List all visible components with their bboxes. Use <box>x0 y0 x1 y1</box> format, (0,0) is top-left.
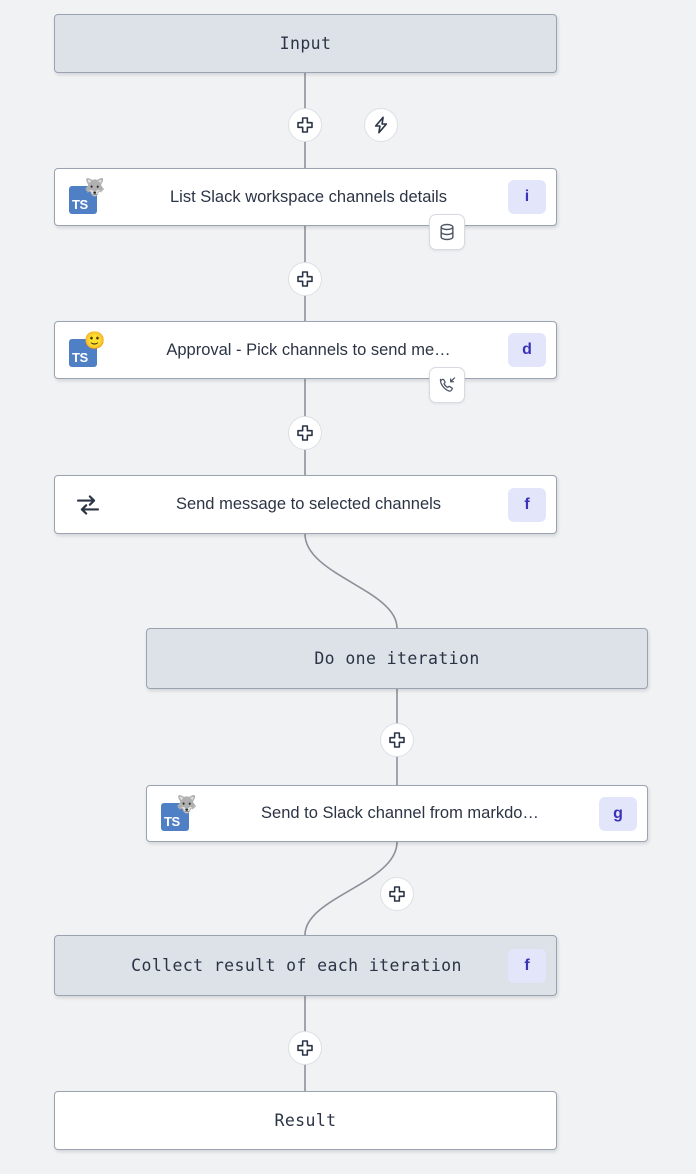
plus-icon <box>297 1040 313 1056</box>
add-step-after-collect-result-button[interactable] <box>288 1031 322 1065</box>
lightning-icon <box>374 116 388 134</box>
plus-icon <box>297 271 313 287</box>
node-result-label: Result <box>274 1111 337 1130</box>
add-step-after-do-one-iteration-button[interactable] <box>380 723 414 757</box>
add-step-after-input-button[interactable] <box>288 108 322 142</box>
add-step-after-approval-button[interactable] <box>288 416 322 450</box>
add-step-after-list-channels-button[interactable] <box>288 262 322 296</box>
node-input[interactable]: Input <box>54 14 557 73</box>
typescript-icon: TS 🐺 <box>159 794 201 834</box>
node-collect-result[interactable]: Collect result of each iteration f <box>54 935 557 996</box>
plus-icon <box>297 425 313 441</box>
ts-square-icon: TS <box>161 802 189 831</box>
smiley-emoji-icon: 🙂 <box>84 331 106 350</box>
node-list-slack-channels-label: List Slack workspace channels details <box>170 187 447 206</box>
node-approval[interactable]: TS 🙂 Approval - Pick channels to send me… <box>54 321 557 379</box>
ts-square-icon: TS <box>69 339 97 367</box>
node-send-message-badge[interactable]: f <box>508 487 546 522</box>
node-approval-badge[interactable]: d <box>508 333 546 367</box>
wolf-emoji-icon: 🐺 <box>84 178 106 197</box>
plus-icon <box>389 886 405 902</box>
node-input-label: Input <box>279 34 332 53</box>
plus-icon <box>297 117 313 133</box>
node-send-to-slack-label: Send to Slack channel from markdo… <box>261 804 539 822</box>
node-send-to-slack-badge[interactable]: g <box>599 796 637 831</box>
node-collect-result-label: Collect result of each iteration <box>131 956 462 975</box>
node-do-one-iteration[interactable]: Do one iteration <box>146 628 648 689</box>
node-approval-label: Approval - Pick channels to send me… <box>166 340 451 359</box>
typescript-icon: TS 🙂 <box>67 330 109 370</box>
ts-square-icon: TS <box>69 186 97 214</box>
node-send-to-slack[interactable]: TS 🐺 Send to Slack channel from markdo… … <box>146 785 648 842</box>
add-step-after-send-to-slack-button[interactable] <box>380 877 414 911</box>
database-badge[interactable] <box>429 214 465 250</box>
node-send-message[interactable]: Send message to selected channels f <box>54 475 557 534</box>
node-collect-result-badge[interactable]: f <box>508 948 546 983</box>
phone-callback-icon <box>439 377 456 392</box>
callback-badge[interactable] <box>429 367 465 403</box>
edge-send-to-iteration <box>304 533 398 629</box>
loop-icon <box>67 488 109 522</box>
wolf-emoji-icon: 🐺 <box>176 794 198 814</box>
node-list-slack-channels[interactable]: TS 🐺 List Slack workspace channels detai… <box>54 168 557 226</box>
typescript-icon: TS 🐺 <box>67 177 109 217</box>
node-do-one-iteration-label: Do one iteration <box>314 649 480 668</box>
add-trigger-after-input-button[interactable] <box>364 108 398 142</box>
node-result[interactable]: Result <box>54 1091 557 1150</box>
node-send-message-label: Send message to selected channels <box>175 495 442 513</box>
node-list-slack-channels-badge[interactable]: i <box>508 180 546 214</box>
plus-icon <box>389 732 405 748</box>
database-icon <box>440 223 454 241</box>
